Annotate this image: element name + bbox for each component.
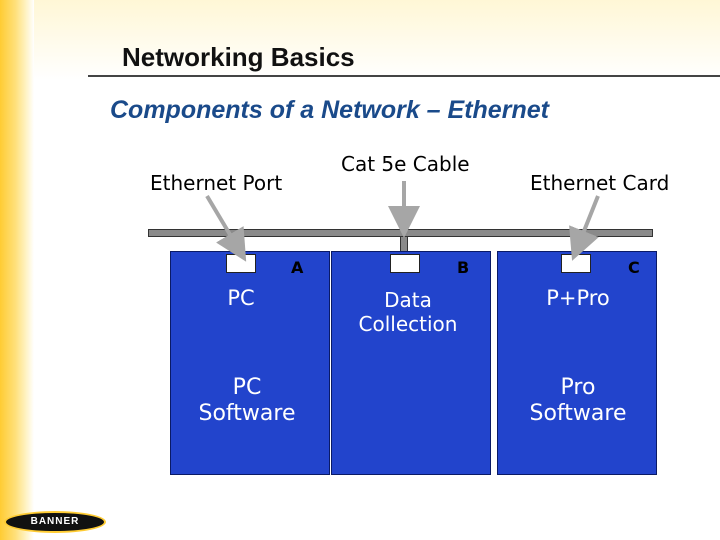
node-c-device: P+Pro (546, 286, 610, 310)
network-port-a (226, 254, 256, 273)
title-divider (88, 75, 720, 77)
node-b-device-line2: Collection (358, 312, 458, 336)
port-arrow (205, 194, 247, 262)
node-a-software: PC Software (167, 375, 327, 428)
node-b-device: Data Collection (328, 288, 488, 336)
node-c-software: Pro Software (498, 375, 658, 428)
node-c-software-line2: Software (529, 401, 627, 427)
card-arrow (569, 195, 600, 261)
slide-title: Networking Basics (122, 42, 355, 72)
banner-logo: BANNER (4, 511, 106, 533)
network-port-b (390, 254, 420, 273)
node-c-software-line1: Pro (560, 375, 596, 400)
cable-label: Cat 5e Cable (341, 152, 470, 176)
network-port-c (561, 254, 591, 273)
node-box-b: B Data Collection (331, 251, 491, 475)
node-letter-a: A (291, 258, 304, 277)
node-letter-c: C (628, 258, 640, 277)
node-b-device-line1: Data (384, 288, 432, 312)
ethernet-card-label: Ethernet Card (530, 171, 670, 195)
node-box-c: C P+Pro Pro Software (497, 251, 657, 475)
brand-sidebar (0, 0, 34, 540)
node-a-device: PC (227, 286, 255, 310)
node-a-software-line1: PC (232, 375, 262, 400)
slide-subtitle: Components of a Network – Ethernet (110, 96, 549, 124)
ethernet-port-label: Ethernet Port (150, 171, 283, 195)
header-background (0, 0, 720, 80)
node-a-software-line2: Software (198, 401, 296, 427)
node-box-a: A PC PC Software (170, 251, 330, 475)
node-letter-b: B (457, 258, 470, 277)
